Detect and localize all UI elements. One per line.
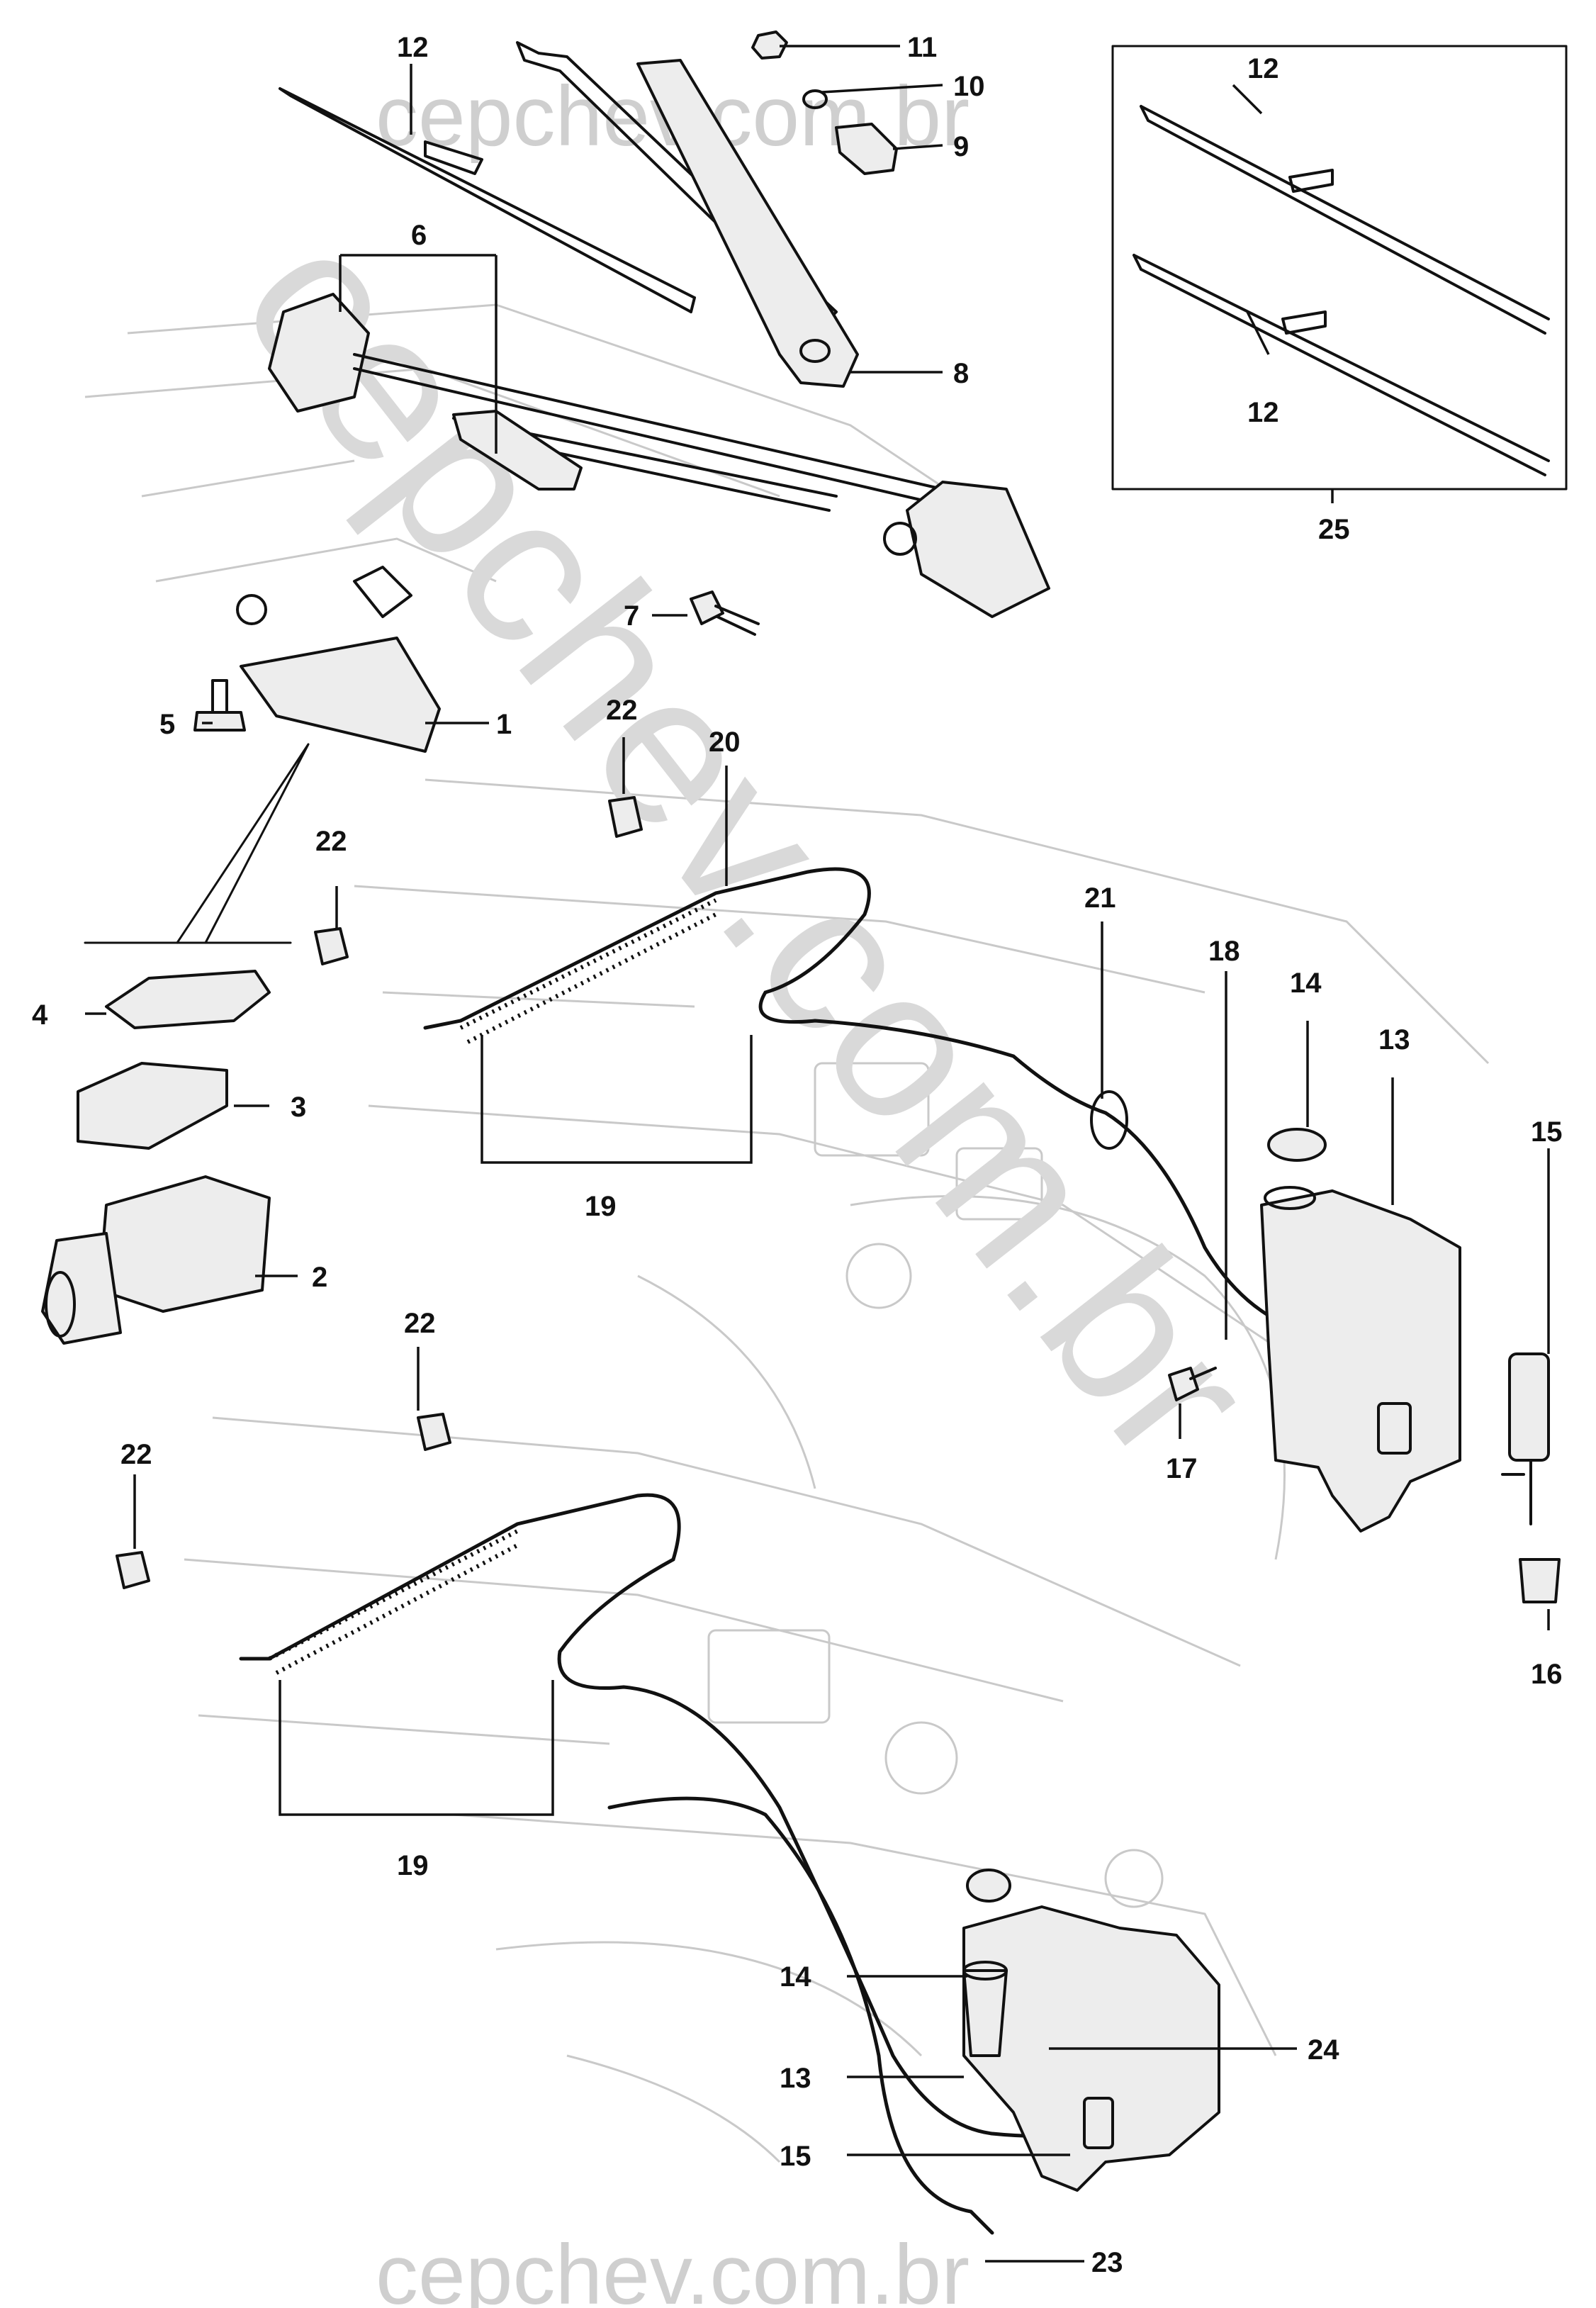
washer-jet-22c bbox=[417, 1413, 451, 1451]
watermark-diagonal: cepchev.com.br bbox=[197, 186, 1300, 1504]
callout-10: 10 bbox=[953, 71, 985, 102]
wiper-blade-alt-top bbox=[1140, 105, 1550, 335]
callout-1: 1 bbox=[496, 709, 512, 740]
callout-16: 16 bbox=[1531, 1659, 1563, 1690]
callout-15-upper: 15 bbox=[1531, 1116, 1563, 1148]
wiper-motor bbox=[41, 1175, 271, 1345]
callout-22-b: 22 bbox=[315, 826, 347, 857]
motor-cover bbox=[105, 970, 271, 1029]
callout-22-d: 22 bbox=[120, 1439, 152, 1470]
motor-circuit-board bbox=[77, 1062, 228, 1150]
callout-25: 25 bbox=[1318, 514, 1350, 545]
callout-19-upper: 19 bbox=[585, 1191, 617, 1222]
bolt-17 bbox=[1168, 1367, 1217, 1401]
motor-bracket bbox=[236, 566, 441, 753]
wiper-arm-right bbox=[636, 59, 859, 388]
reservoir-cap-14a bbox=[1267, 1128, 1327, 1162]
callout-22-c: 22 bbox=[404, 1308, 436, 1339]
callout-12-upper: 12 bbox=[397, 32, 429, 63]
vehicle-body-outline bbox=[84, 303, 1490, 2163]
callout-4: 4 bbox=[32, 999, 48, 1031]
callout-22-a: 22 bbox=[606, 695, 638, 726]
bolt-5 bbox=[193, 679, 246, 732]
watermark-bottom: cepchev.com.br bbox=[376, 2227, 970, 2308]
pump-grommet bbox=[1519, 1558, 1561, 1603]
callout-3: 3 bbox=[291, 1092, 306, 1123]
callout-8: 8 bbox=[953, 358, 969, 389]
callout-19-lower: 19 bbox=[397, 1850, 429, 1881]
callout-6: 6 bbox=[411, 220, 427, 251]
bolt-7 bbox=[690, 590, 760, 636]
callout-9: 9 bbox=[953, 131, 969, 162]
callout-11: 11 bbox=[907, 32, 937, 63]
callout-7: 7 bbox=[624, 600, 639, 632]
callout-21: 21 bbox=[1084, 883, 1116, 914]
callout-24: 24 bbox=[1308, 2034, 1339, 2066]
callout-23: 23 bbox=[1091, 2247, 1123, 2278]
washer-hose-lower bbox=[239, 1493, 1101, 2235]
reservoir-cap-14b bbox=[966, 1869, 1011, 1903]
washer-jet-22b bbox=[314, 927, 349, 965]
callout-12-alt-top: 12 bbox=[1247, 53, 1279, 84]
callout-17: 17 bbox=[1166, 1453, 1198, 1484]
callout-5: 5 bbox=[159, 709, 175, 740]
callout-20: 20 bbox=[709, 727, 741, 758]
nut-washer-cap bbox=[751, 30, 898, 175]
callout-2: 2 bbox=[312, 1262, 327, 1293]
alternate-blades-box bbox=[1111, 45, 1568, 491]
callout-12-alt-bottom: 12 bbox=[1247, 397, 1279, 428]
wiper-blade-alt-bottom bbox=[1133, 254, 1550, 476]
washer-pump bbox=[1501, 1352, 1550, 1525]
washer-jet-22a bbox=[608, 796, 643, 838]
callout-13-upper: 13 bbox=[1378, 1024, 1410, 1055]
wiper-linkage bbox=[268, 293, 1050, 618]
callout-14-lower: 14 bbox=[780, 1961, 811, 1993]
callout-14-upper: 14 bbox=[1290, 968, 1322, 999]
hose-clip-21 bbox=[1090, 1090, 1128, 1150]
leader-lines bbox=[85, 45, 1550, 2263]
washer-jet-22d bbox=[116, 1551, 150, 1589]
callout-18: 18 bbox=[1208, 936, 1240, 967]
callout-13-lower: 13 bbox=[780, 2063, 811, 2094]
callout-15-lower: 15 bbox=[780, 2141, 811, 2172]
washer-reservoir-upper bbox=[1260, 1186, 1461, 1533]
motor-detail-leader bbox=[84, 743, 310, 944]
wiper-blade-main bbox=[279, 87, 696, 313]
